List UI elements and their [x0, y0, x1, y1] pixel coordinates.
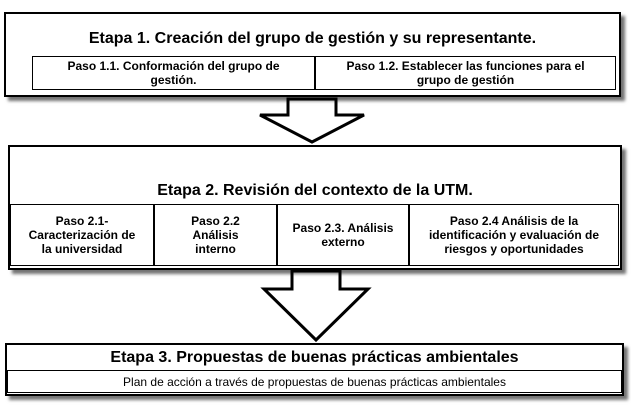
step-2-1: Paso 2.1- Caracterización de la universi… — [10, 204, 154, 266]
step-2-4: Paso 2.4 Análisis de la identificación y… — [409, 204, 619, 266]
step-1-1: Paso 1.1. Conformación del grupo de gest… — [32, 56, 315, 90]
stage2-title: Etapa 2. Revisión del contexto de la UTM… — [157, 182, 473, 199]
step-2-3: Paso 2.3. Análisis externo — [277, 204, 409, 266]
arrow-stage2-to-stage3 — [260, 269, 372, 343]
stage3-subtitle: Plan de acción a través de propuestas de… — [7, 370, 622, 393]
step-2-2: Paso 2.2 Análisis interno — [154, 204, 277, 266]
arrow-stage1-to-stage2 — [259, 97, 365, 144]
stage3-title: Etapa 3. Propuestas de buenas prácticas … — [110, 349, 519, 366]
step-1-2: Paso 1.2. Establecer las funciones para … — [315, 56, 616, 90]
stage1-title: Etapa 1. Creación del grupo de gestión y… — [88, 30, 537, 47]
